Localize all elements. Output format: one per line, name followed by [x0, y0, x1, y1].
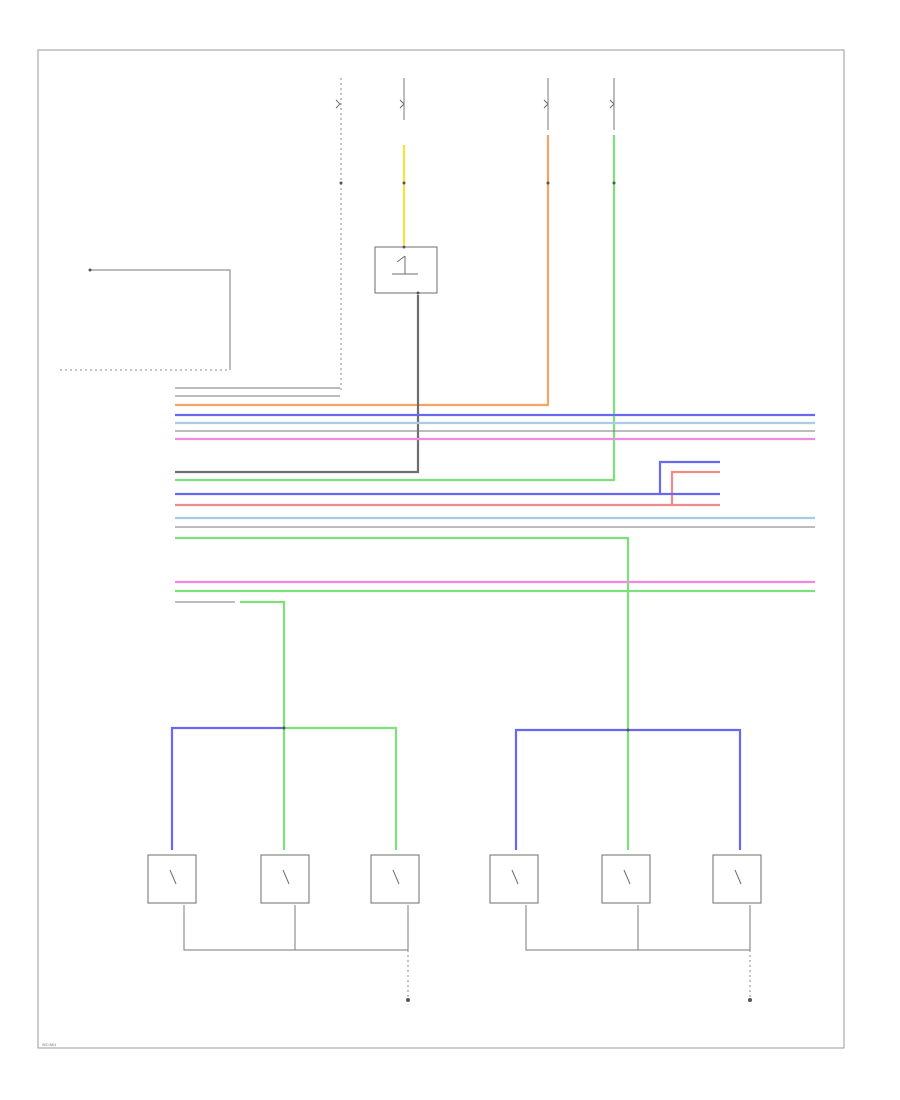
wire-blue-left — [170, 726, 284, 850]
wire-blue-right-left — [514, 728, 628, 850]
switch-right-2 — [601, 854, 651, 904]
connector-bus-1 — [175, 387, 815, 441]
fuse-column-3 — [175, 78, 550, 407]
wire-orange-feed — [175, 135, 550, 407]
connector-bus-2 — [175, 460, 815, 730]
left-ground-feed — [60, 268, 231, 371]
fuse-column-2 — [399, 78, 406, 245]
wire-green-feed — [175, 135, 616, 482]
switch-left-3 — [370, 854, 420, 904]
wire-blue-bus-2 — [175, 460, 720, 496]
wire-green-bus — [175, 536, 630, 730]
diagram-frame — [37, 49, 845, 1049]
right-switch-group — [489, 728, 762, 1002]
fuse-column-1 — [335, 78, 343, 390]
switch-left-1 — [147, 854, 197, 904]
relay-box — [175, 245, 438, 474]
switch-left-2 — [260, 854, 310, 904]
switch-right-1 — [489, 854, 539, 904]
left-switch-group — [147, 726, 420, 1002]
wire-blue-right-right — [628, 728, 742, 850]
fuse-column-4 — [175, 78, 616, 482]
switch-right-3 — [712, 854, 762, 904]
relay-box-outline — [374, 246, 438, 294]
wire-grey-relay — [175, 295, 420, 474]
wire-green-left-right — [284, 726, 398, 850]
connector-bus-3 — [175, 580, 815, 728]
wire-red-bus — [175, 470, 720, 507]
footer-code: W/D 88/4 — [42, 1043, 56, 1047]
